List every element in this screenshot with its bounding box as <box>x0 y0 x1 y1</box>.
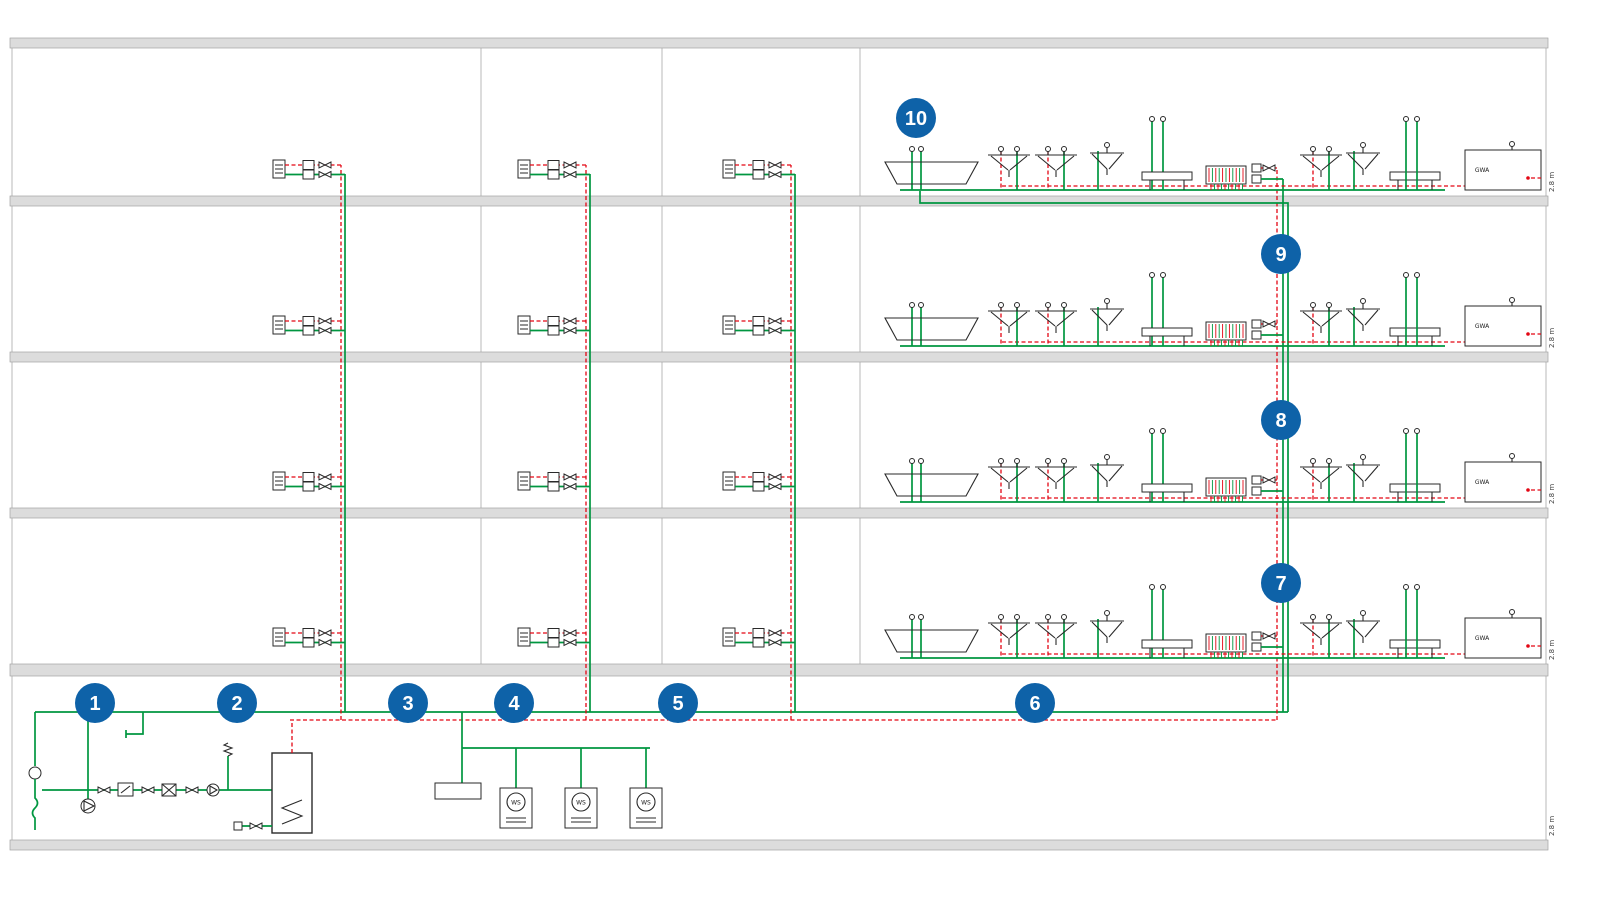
marker-2: 2 <box>217 683 257 723</box>
floor-slab <box>9 195 1549 207</box>
expansion-tank-icon <box>434 782 482 800</box>
marker-10: 10 <box>896 98 936 138</box>
riser-column-2 <box>585 165 591 720</box>
marker-9-label: 9 <box>1275 244 1286 266</box>
marker-4-label: 4 <box>508 693 520 715</box>
riser-column-1 <box>340 165 346 720</box>
callout-markers: 1 2 3 4 5 6 7 8 9 10 <box>75 98 1301 723</box>
marker-6: 6 <box>1015 683 1055 723</box>
foundation-slab <box>9 839 1549 851</box>
safety-valve-icon <box>222 742 234 757</box>
marker-3: 3 <box>388 683 428 723</box>
heating-plant <box>28 712 663 834</box>
marker-3-label: 3 <box>402 693 413 715</box>
marker-10-label: 10 <box>905 108 927 130</box>
floor-height-label: 2.8 m <box>1548 816 1556 836</box>
floor-height-label: 2.8 m <box>1548 172 1556 192</box>
floor-height-label: 2.8 m <box>1548 484 1556 504</box>
marker-2-label: 2 <box>231 693 242 715</box>
marker-8: 8 <box>1261 400 1301 440</box>
floor-height-label: 2.8 m <box>1548 640 1556 660</box>
marker-4: 4 <box>494 683 534 723</box>
marker-8-label: 8 <box>1275 410 1286 432</box>
floor-height-labels: 2.8 m 2.8 m 2.8 m 2.8 m 2.8 m <box>1548 172 1556 836</box>
floor-height-label: 2.8 m <box>1548 328 1556 348</box>
marker-7-label: 7 <box>1275 573 1286 595</box>
riser-column-3 <box>790 165 796 720</box>
marker-7: 7 <box>1261 563 1301 603</box>
boiler-icon <box>271 752 313 834</box>
marker-6-label: 6 <box>1029 693 1040 715</box>
marker-1-label: 1 <box>89 693 100 715</box>
floor-slab <box>9 663 1549 677</box>
water-meter-icon <box>28 766 42 780</box>
marker-5-label: 5 <box>672 693 683 715</box>
top-floor-loop <box>919 191 1289 712</box>
floor-slab <box>9 351 1549 363</box>
marker-5: 5 <box>658 683 698 723</box>
roof-slab <box>9 37 1549 49</box>
floor-slab <box>9 507 1549 519</box>
marker-1: 1 <box>75 683 115 723</box>
marker-9: 9 <box>1261 234 1301 274</box>
building-structure <box>9 37 1549 851</box>
dhw-distribution <box>461 712 650 788</box>
